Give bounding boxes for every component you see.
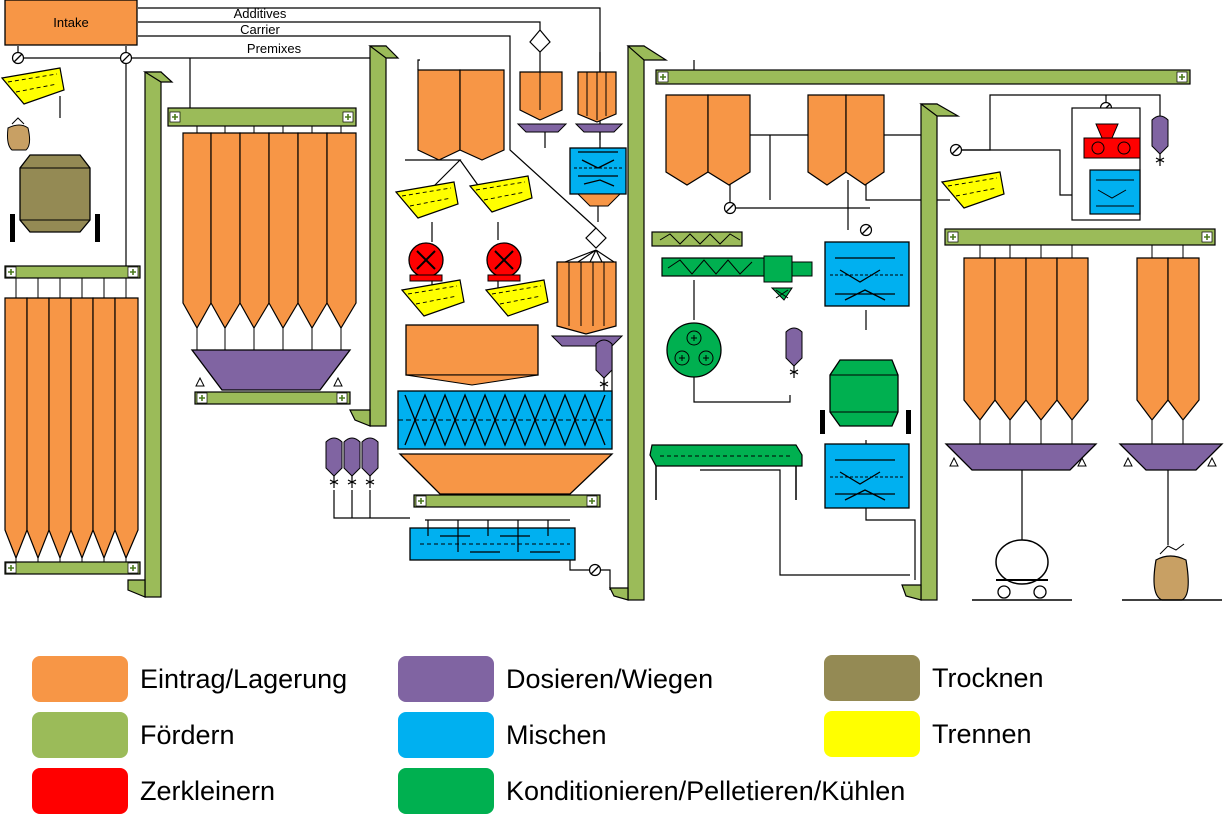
legend-swatch <box>32 656 128 702</box>
twin-silo-a <box>417 69 505 161</box>
legend-label: Trocknen <box>932 662 1044 693</box>
conditioner-line <box>661 255 813 301</box>
truck-icon <box>972 539 1072 601</box>
additives-line-label: Additives <box>234 6 287 21</box>
sieve-icon <box>401 279 465 317</box>
legend-swatch <box>32 768 128 814</box>
legend-label: Dosieren/Wiegen <box>506 663 714 694</box>
sieve-icon <box>485 279 549 317</box>
loadout-scale <box>944 443 1098 471</box>
mid-silo-bank <box>182 132 357 330</box>
conveyors <box>4 45 1216 601</box>
process-flow-diagram: Intake Additives Carrier Premixes <box>1 0 1224 601</box>
legend-item-grinding: Zerkleinern <box>32 768 275 814</box>
legend-swatch <box>32 712 128 758</box>
doser-icon <box>785 327 803 379</box>
legend-label: Fördern <box>140 719 235 750</box>
mill-bin <box>405 324 539 376</box>
mixer-right-b <box>824 443 910 509</box>
legend-item-drying: Trocknen <box>824 655 1044 701</box>
grinder-icon <box>486 242 522 282</box>
legend-label: Trennen <box>932 718 1032 749</box>
cooler <box>820 359 911 434</box>
sack-icon <box>7 117 31 151</box>
premix-mixer <box>569 147 627 207</box>
legend-item-conveying: Fördern <box>32 712 235 758</box>
legend-label: Konditionieren/Pelletieren/Kühlen <box>506 775 906 806</box>
legend-swatch <box>398 656 494 702</box>
legend-swatch <box>824 711 920 757</box>
sieve-icon <box>941 171 1005 209</box>
liquid-dosers <box>325 437 379 489</box>
bagging-scale <box>1118 443 1224 471</box>
sieve-icon <box>1 67 65 105</box>
mixer-right-a <box>824 241 910 307</box>
pellet-mill <box>666 322 722 378</box>
legend-item-intake-storage: Eintrag/Lagerung <box>32 656 347 702</box>
legend-swatch <box>824 655 920 701</box>
crumbler <box>1071 107 1141 221</box>
premix-bins <box>550 227 624 391</box>
legend-item-separating: Trennen <box>824 711 1032 757</box>
intake-label: Intake <box>53 15 88 30</box>
doser-icon <box>1151 115 1169 167</box>
left-silo-bank <box>4 297 139 560</box>
carrier-line-label: Carrier <box>240 22 280 37</box>
legend-label: Eintrag/Lagerung <box>140 663 348 694</box>
legend-swatch <box>398 712 494 758</box>
cooler-belt <box>649 444 803 500</box>
legend-swatch <box>398 768 494 814</box>
dryer <box>10 154 100 242</box>
legend-item-mixing: Mischen <box>398 712 607 758</box>
sieve-icon <box>395 181 459 219</box>
legend-label: Mischen <box>506 719 607 750</box>
legend-label: Zerkleinern <box>140 775 276 806</box>
grinder-icon <box>408 242 444 282</box>
weighing-hopper <box>190 349 352 391</box>
intake-hopper <box>4 0 138 46</box>
premixes-line-label: Premixes <box>247 41 302 56</box>
mixer-bottom <box>409 519 576 561</box>
sack-icon <box>1122 543 1222 601</box>
product-silos <box>963 257 1200 421</box>
pellet-silos <box>665 94 885 186</box>
additive-bins <box>516 29 624 133</box>
legend-item-conditioning: Konditionieren/Pelletieren/Kühlen <box>398 768 905 814</box>
sieve-icon <box>469 175 533 213</box>
main-mixer <box>397 390 614 495</box>
legend-item-dosing-weighing: Dosieren/Wiegen <box>398 656 713 702</box>
